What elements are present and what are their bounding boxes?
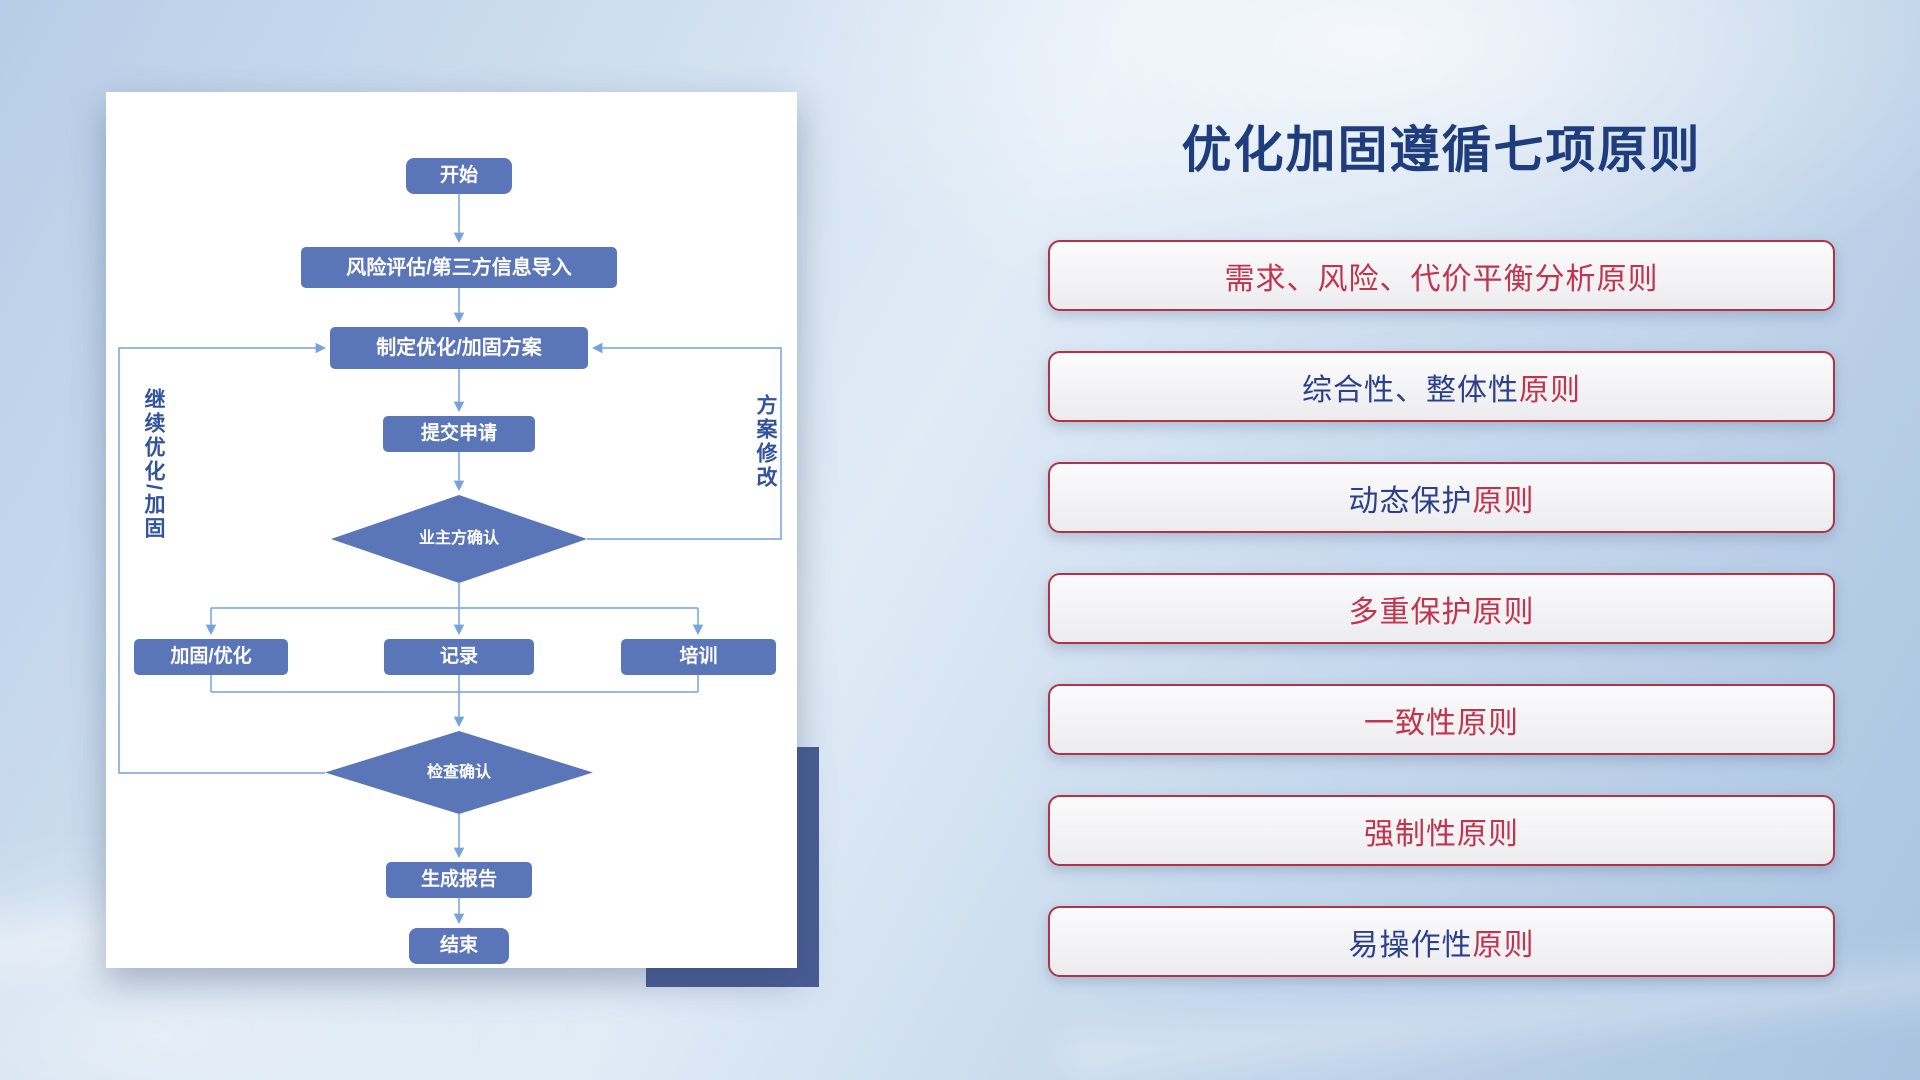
principle-text: 综合性、整体性 (1302, 373, 1519, 407)
loop-label-continue-optimize: 继续优化/加固 (142, 388, 165, 541)
principle-text: 易操作性 (1348, 928, 1473, 962)
principle-text: 原则 (1519, 373, 1581, 407)
flow-node-start: 开始 (406, 158, 512, 194)
loop-label-plan-modify: 方案修改 (754, 394, 777, 490)
flow-node-risk-import: 风险评估/第三方信息导入 (301, 247, 617, 288)
principles-list: 需求、风险、代价平衡分析原则综合性、整体性原则动态保护原则多重保护原则一致性原则… (1048, 240, 1835, 1017)
principle-box: 一致性原则 (1048, 684, 1835, 755)
flow-node-owner-confirm: 业主方确认 (331, 495, 587, 583)
principle-text: 动态保护 (1348, 484, 1473, 518)
flow-node-submit: 提交申请 (383, 416, 535, 452)
flow-node-make-plan: 制定优化/加固方案 (330, 327, 588, 369)
principle-box: 动态保护原则 (1048, 462, 1835, 533)
flow-node-reinforce: 加固/优化 (134, 639, 288, 675)
flow-node-record: 记录 (384, 639, 534, 675)
flow-node-check-confirm: 检查确认 (325, 731, 593, 814)
flow-node-training: 培训 (621, 639, 776, 675)
principle-box: 综合性、整体性原则 (1048, 351, 1835, 422)
page-title: 优化加固遵循七项原则 (1181, 122, 1702, 178)
principle-box: 易操作性原则 (1048, 906, 1835, 977)
principle-text: 原则 (1472, 928, 1535, 962)
principle-box: 强制性原则 (1048, 795, 1835, 866)
principle-text: 原则 (1472, 484, 1535, 518)
principle-box: 多重保护原则 (1048, 573, 1835, 644)
principle-text: 一致性原则 (1364, 706, 1519, 740)
flowchart-card: 开始 风险评估/第三方信息导入 制定优化/加固方案 提交申请 业主方确认 加固/… (106, 92, 797, 968)
principle-text: 强制性原则 (1364, 817, 1519, 851)
principle-text: 需求、风险、代价平衡分析原则 (1224, 262, 1659, 296)
flow-node-report: 生成报告 (386, 862, 532, 898)
flow-node-end: 结束 (409, 928, 509, 964)
principle-text: 多重保护原则 (1348, 595, 1535, 629)
principle-box: 需求、风险、代价平衡分析原则 (1048, 240, 1835, 311)
